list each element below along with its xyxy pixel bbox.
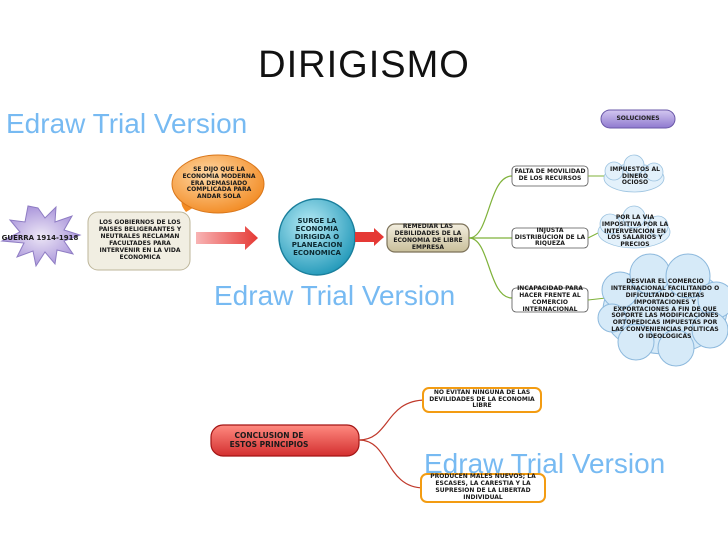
page-title: DIRIGISMO xyxy=(258,44,470,86)
remediar-label: REMEDIAR LAS DEBILIDADES DE LA ECONOMIA … xyxy=(393,223,463,251)
branch-incapacidad xyxy=(468,237,513,299)
complicada-bubble-body xyxy=(171,154,265,214)
producen-label: PRODUCEN MALES NUEVOS; LA ESCASES, LA CA… xyxy=(430,473,536,501)
arrow-to-surge xyxy=(196,226,258,250)
conclusion-label: CONCLUSION DE ESTOS PRINCIPIOS xyxy=(229,430,309,449)
gobiernos-box-shape xyxy=(87,211,191,271)
impuestos-label: IMPUESTOS AL DINERO OCIOSO xyxy=(610,165,660,187)
impuestos-cloud-shape xyxy=(603,154,665,193)
link-desviar xyxy=(587,297,607,301)
via-cloud-shape xyxy=(597,205,671,249)
complicada-label: SE DIJO QUE LA ECONOMIA MODERNA ERA DEMA… xyxy=(182,165,256,201)
incapacidad-label: INCAPACIDAD PARA HACER FRENTE AL COMERCI… xyxy=(517,285,583,313)
desviar-cloud-shape xyxy=(597,253,728,367)
arrow-to-remediar xyxy=(355,228,384,246)
injusta-label: INJUSTA DISTRIBUCION DE LA RIQUEZA xyxy=(514,226,586,248)
surge-label: SURGE LA ECONOMIA DIRIGIDA O PLANEACION … xyxy=(291,216,343,258)
guerra-starburst-shape xyxy=(0,205,82,268)
via-label: POR LA VIA IMPOSITIVA POR LA INTERVENCIO… xyxy=(601,213,669,249)
guerra-label: GUERRA 1914-1918 xyxy=(1,233,79,242)
desviar-label: DESVIAR EL COMERCIO INTERNACIONAL FACILI… xyxy=(610,277,720,341)
soluciones-label: SOLUCIONES xyxy=(616,114,660,122)
no-evitan-box-shape xyxy=(422,387,542,413)
gobiernos-label: LOS GOBIERNOS DE LOS PAISES BELIGERANTES… xyxy=(98,219,182,261)
producen-box-shape xyxy=(420,473,546,503)
falta-label: FALTA DE MOVILIDAD DE LOS RECURSOS xyxy=(514,168,586,182)
branch-falta xyxy=(468,175,513,239)
branch-no-evitan xyxy=(358,399,427,441)
soluciones-pill-shape xyxy=(600,109,676,129)
no-evitan-label: NO EVITAN NINGUNA DE LAS DEVILIDADES DE … xyxy=(429,388,535,410)
branch-producen xyxy=(358,439,425,489)
